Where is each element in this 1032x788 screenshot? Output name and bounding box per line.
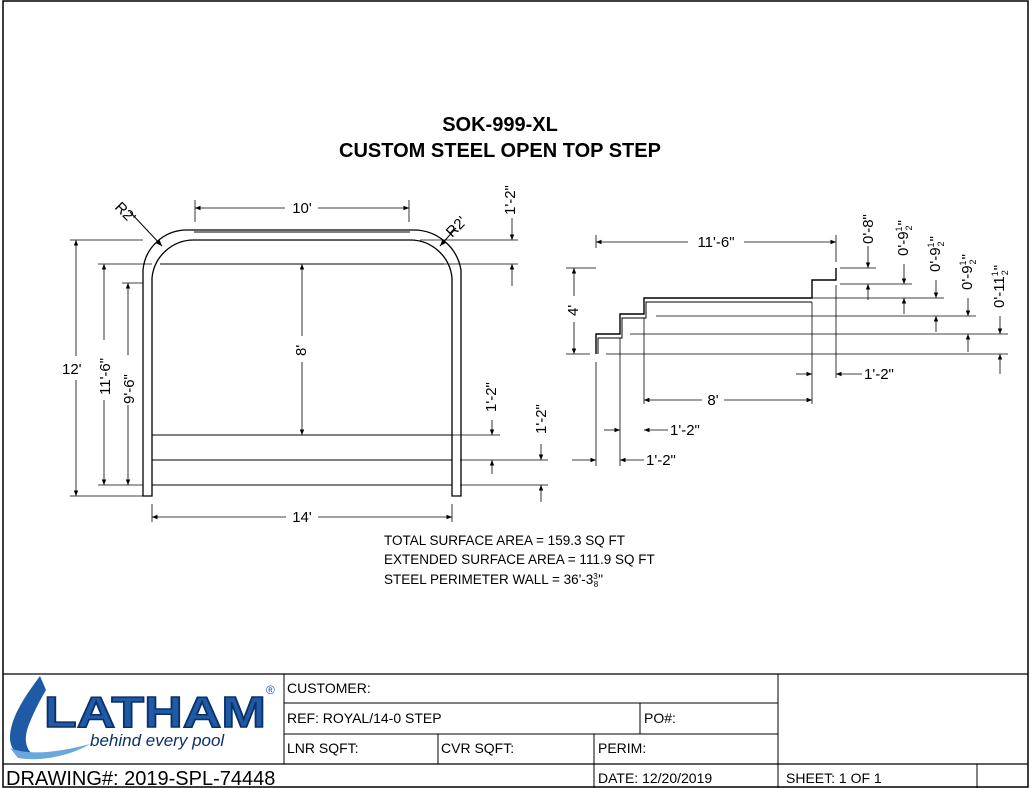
customer-label: CUSTOMER: (287, 680, 371, 696)
note-perimeter-suffix: " (598, 572, 603, 587)
drawing-title-description: CUSTOM STEEL OPEN TOP STEP (339, 140, 661, 162)
dim-rise-2-den: 2 (904, 225, 914, 230)
plan-outer-outline (142, 229, 462, 497)
lnr-sqft-label: LNR SQFT: (287, 740, 359, 756)
dim-top-width: 10' (292, 200, 312, 217)
svg-text:0'-912": 0'-912" (958, 254, 978, 290)
svg-text:0'-912": 0'-912" (894, 220, 914, 256)
drawing-number: DRAWING#: 2019-SPL-74448 (6, 768, 275, 788)
dim-rise-3-den: 2 (936, 241, 946, 246)
note-total-area: TOTAL SURFACE AREA = 159.3 SQ FT (384, 533, 625, 548)
note-perimeter-den: 8 (594, 580, 599, 589)
title-block: LATHAM ® behind every pool CUSTOMER: REF… (3, 673, 1028, 788)
dim-tread-low: 1'-2" (646, 452, 676, 469)
dim-rise-3: 0'-9 (927, 247, 944, 272)
dim-tread-mid: 1'-2" (670, 422, 700, 439)
dim-section-overall: 11'-6" (697, 234, 734, 251)
dim-rise-2-num: 1 (894, 226, 904, 231)
dim-step2-depth: 1'-2" (533, 404, 550, 434)
dim-rise-4-num: 1 (958, 260, 968, 265)
date-label: DATE: 12/20/2019 (598, 770, 712, 786)
dim-rise-5-num: 1 (990, 271, 1000, 276)
section-profile (595, 268, 837, 354)
plan-view: R2' R2' 10' 1'-2" 12' 11'-6" 9'-6" (62, 185, 550, 526)
dim-center-length: 8' (293, 345, 310, 356)
svg-text:0'-912": 0'-912" (926, 236, 946, 272)
logo-tagline: behind every pool (90, 731, 225, 750)
sheet-label: SHEET: 1 OF 1 (786, 770, 882, 786)
drawing-title-model: SOK-999-XL (442, 114, 558, 136)
dim-rise-2: 0'-9 (895, 231, 912, 256)
dim-side-length: 9'-6" (121, 374, 138, 404)
svg-text:0'-1112": 0'-1112" (990, 265, 1010, 308)
ref-label: REF: ROYAL/14-0 STEP (287, 710, 442, 726)
dim-rise-1: 0'-8" (860, 214, 877, 244)
dim-step1-depth: 1'-2" (483, 382, 500, 412)
svg-text:STEEL PERIMETER WALL = 36'-338: STEEL PERIMETER WALL = 36'-338" (384, 572, 603, 589)
logo-brand: LATHAM (44, 688, 266, 737)
logo-registered: ® (266, 683, 275, 697)
po-label: PO#: (644, 710, 676, 726)
radius-label-right: R2' (443, 213, 471, 241)
note-extended-area: EXTENDED SURFACE AREA = 111.9 SQ FT (384, 552, 655, 567)
dim-inner-length: 11'-6" (97, 358, 114, 395)
dim-section-height: 4' (565, 305, 582, 316)
dim-bottom-width: 14' (292, 509, 312, 526)
radius-leader-left (129, 211, 163, 247)
section-view: 11'-6" 4' 0'-8" 0'-912" 0'-912" 0'-912" (565, 214, 1010, 469)
logo-wave-icon (10, 676, 46, 759)
perim-label: PERIM: (598, 740, 646, 756)
cvr-sqft-label: CVR SQFT: (441, 740, 514, 756)
dim-overall-length: 12' (62, 361, 82, 378)
latham-logo: LATHAM ® behind every pool (10, 676, 275, 760)
note-perimeter: STEEL PERIMETER WALL = 36'-3 (384, 572, 593, 587)
dim-rise-3-num: 1 (926, 242, 936, 247)
dim-rise-5: 0'-11 (991, 276, 1008, 308)
radius-label-left: R2' (111, 199, 139, 227)
dim-rise-4: 0'-9 (959, 265, 976, 290)
note-perimeter-num: 3 (593, 572, 598, 581)
dim-top-offset: 1'-2" (502, 185, 519, 215)
dim-tread-top: 1'-2" (864, 366, 894, 383)
dim-tread-main: 8' (707, 392, 718, 409)
radius-leader-right (439, 227, 457, 247)
dim-rise-4-den: 2 (968, 259, 978, 264)
dim-rise-5-den: 2 (1000, 270, 1010, 275)
